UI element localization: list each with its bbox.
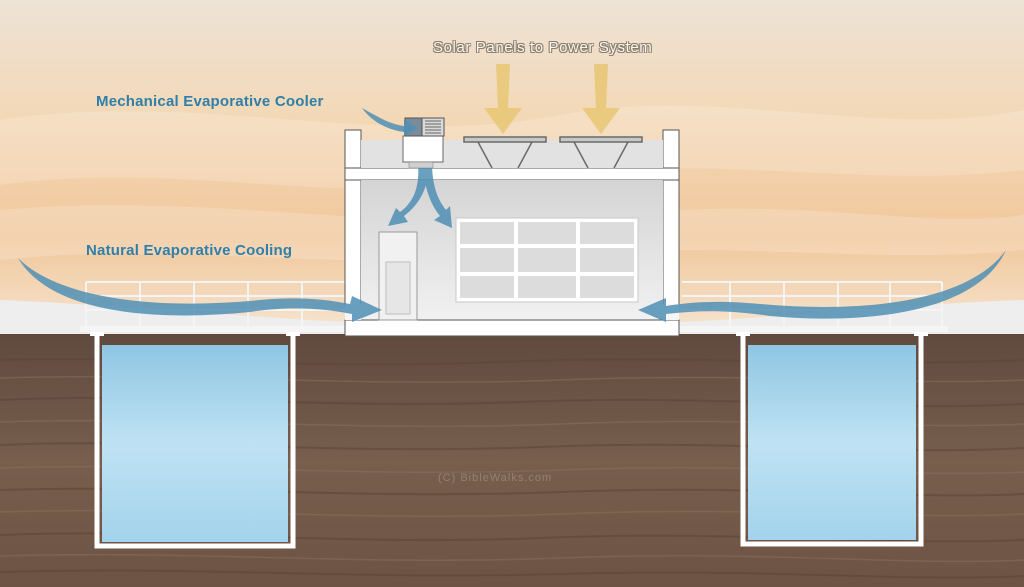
- cooler-duct: [408, 161, 434, 169]
- copyright-watermark: (C) BibleWalks.com: [438, 472, 553, 484]
- right-deck: [676, 326, 948, 332]
- mechanical-cooler-label: Mechanical Evaporative Cooler: [96, 93, 324, 110]
- natural-cooling-label: Natural Evaporative Cooling: [86, 242, 293, 259]
- left-cistern: [90, 330, 300, 549]
- right-cistern: [736, 330, 928, 547]
- solar-panels-label: Solar Panels to Power System: [433, 39, 653, 56]
- left-deck: [80, 326, 350, 332]
- solar-panels: [463, 136, 643, 169]
- solar-arrows: [484, 64, 620, 134]
- shelving-unit: [455, 217, 639, 303]
- door: [378, 231, 418, 321]
- evaporative-cooler-unit: [402, 117, 445, 163]
- airflow-arrows: [18, 108, 1006, 322]
